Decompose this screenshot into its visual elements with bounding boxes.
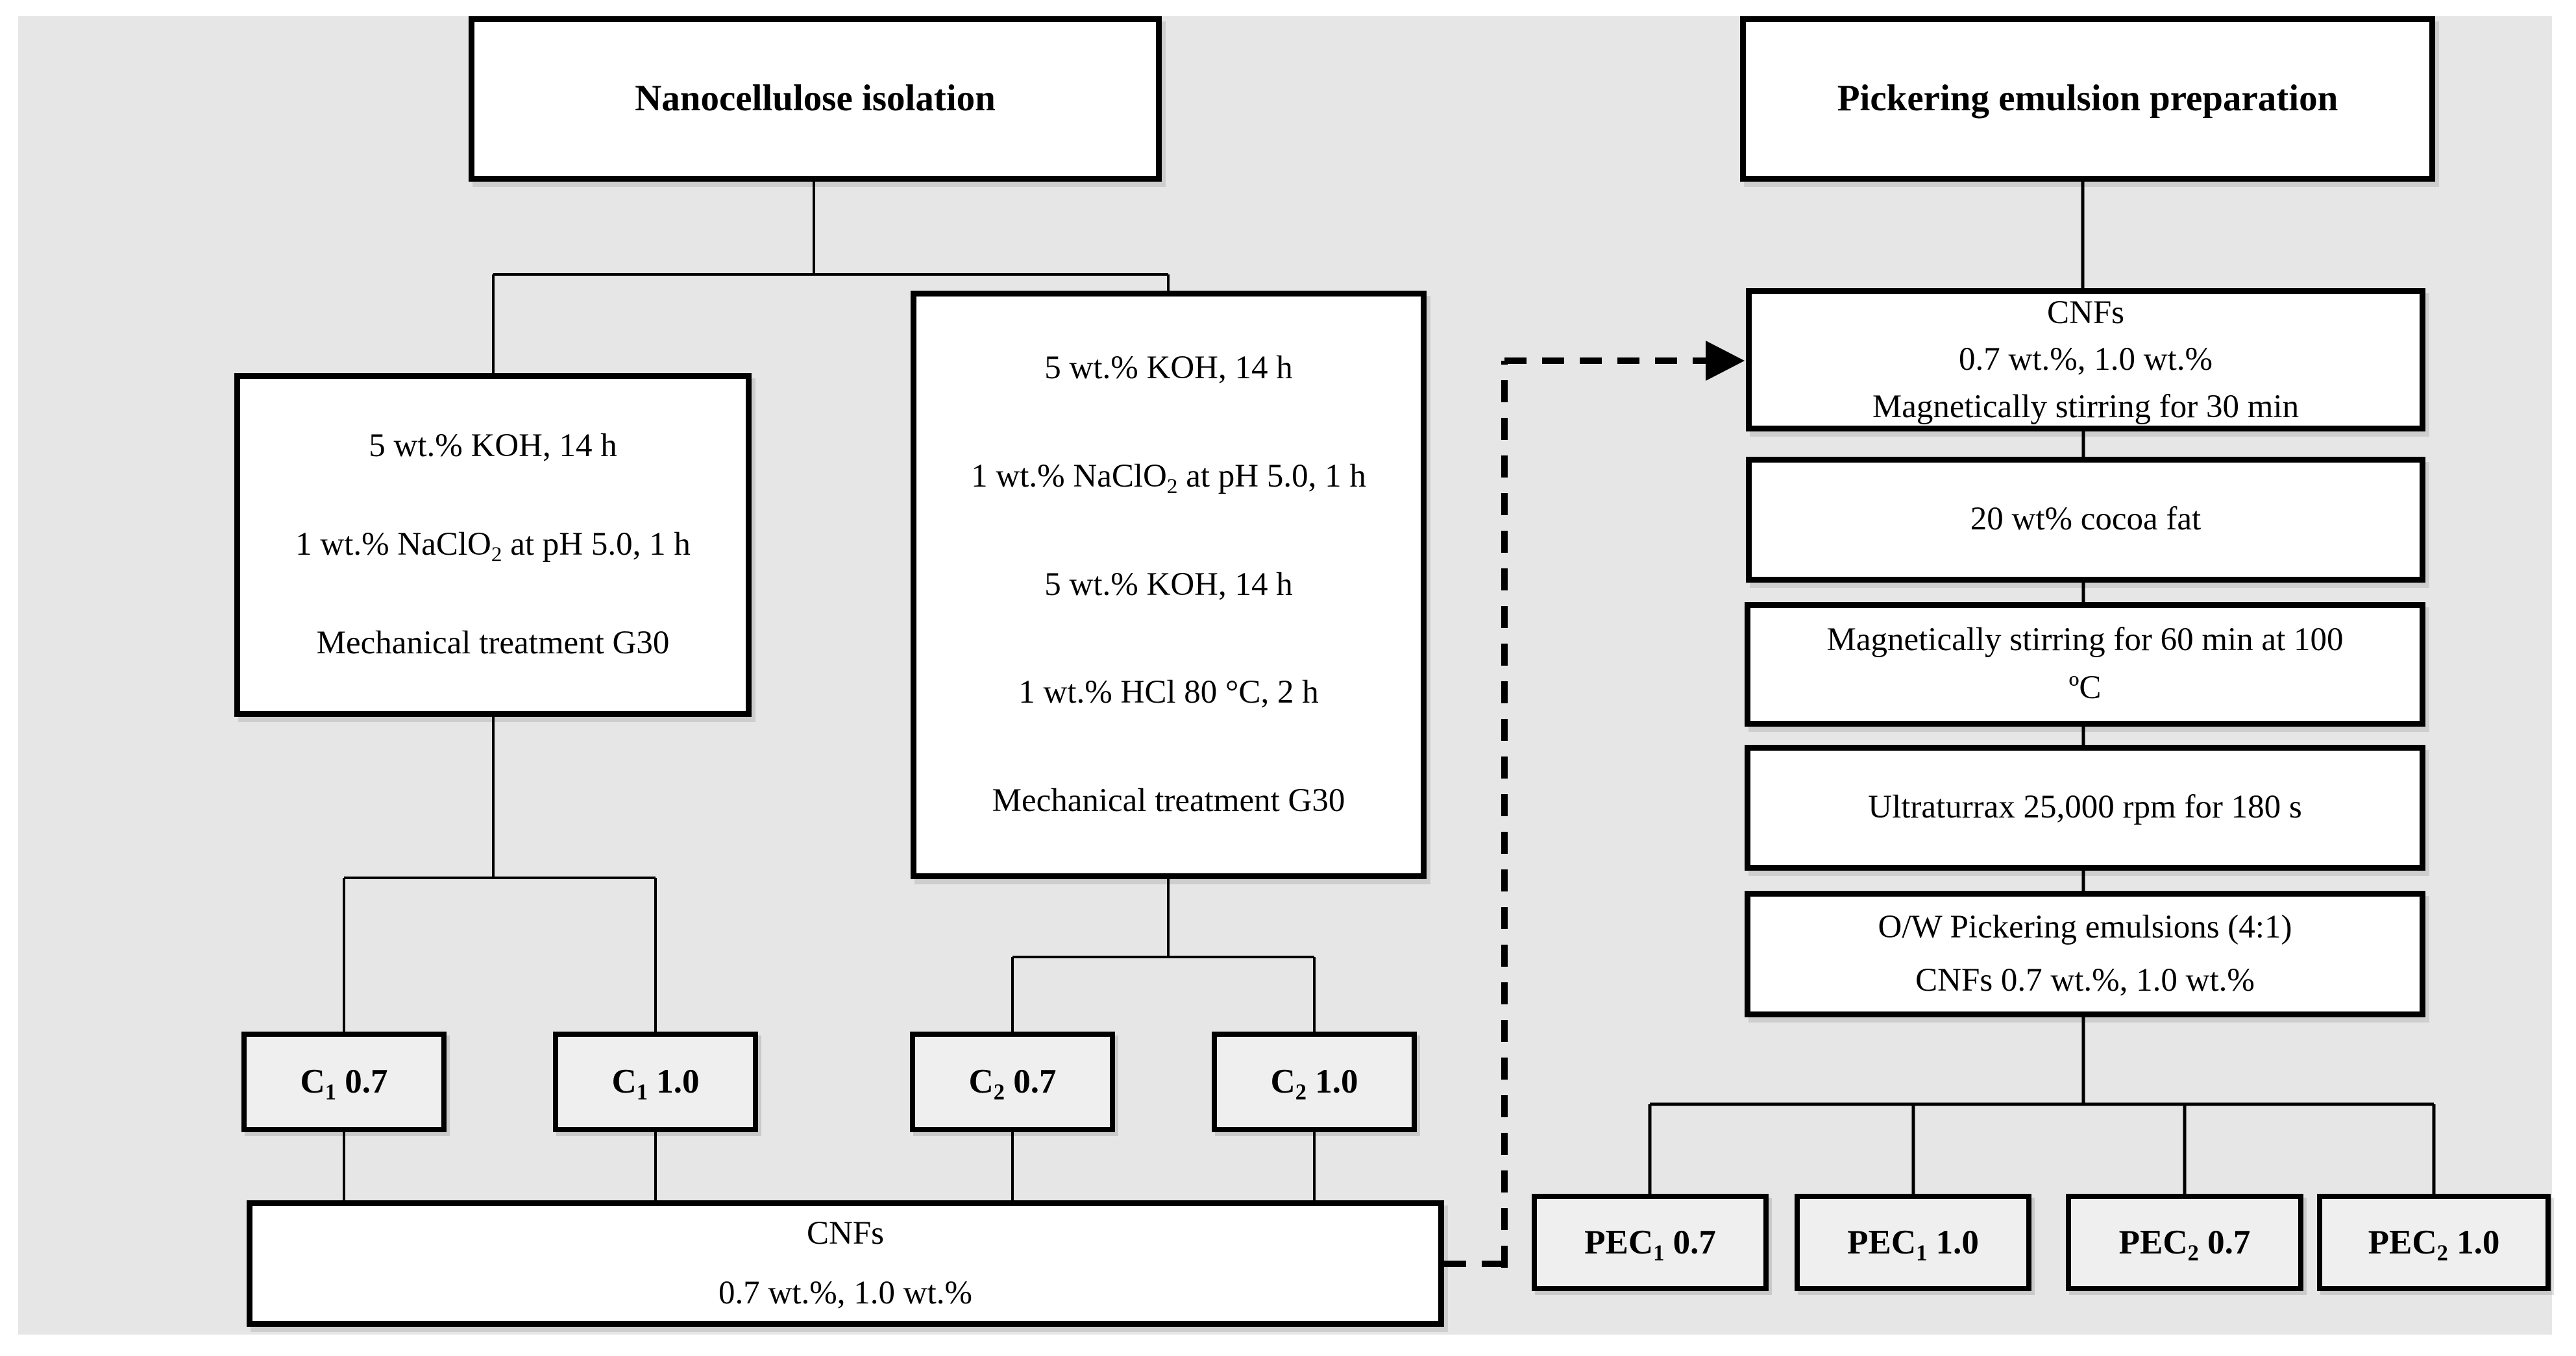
sample-label-pec1-1-0: PEC1 1.0 [1847, 1223, 1979, 1265]
dashed-arrow-head [1706, 341, 1745, 381]
cocoa-fat-label: 20 wt% cocoa fat [1970, 501, 2202, 538]
connector-samples-to-cnfs [343, 1132, 1316, 1200]
cnfs-output-line1: CNFs [806, 1215, 885, 1252]
stirring-60min-line1: Magnetically stirring for 60 min at 100 [1826, 622, 2344, 659]
sample-label-c2-1-0: C2 1.0 [1270, 1063, 1358, 1105]
nanocellulose-title: Nanocellulose isolation [635, 78, 996, 119]
cnfs-stirring-line3: Magnetically stirring for 30 min [1872, 388, 2300, 425]
route2-step-koh2: 5 wt.% KOH, 14 h [1044, 566, 1293, 603]
cnfs-stirring-line2: 0.7 wt.%, 1.0 wt.% [1959, 341, 2213, 378]
stirring-60min-box: Magnetically stirring for 60 min at 100 … [1745, 602, 2425, 727]
route2-steps-box: 5 wt.% KOH, 14 h 1 wt.% NaClO2 at pH 5.0… [911, 291, 1427, 879]
ow-emulsion-line2: CNFs 0.7 wt.%, 1.0 wt.% [1915, 962, 2255, 999]
sample-label-c1-1-0: C1 1.0 [611, 1063, 700, 1105]
sample-box-c1-0-7: C1 0.7 [241, 1032, 447, 1132]
ow-emulsion-line1: O/W Pickering emulsions (4:1) [1878, 908, 2292, 945]
stirring-60min-line2: ºC [2068, 670, 2102, 706]
route1-step-koh: 5 wt.% KOH, 14 h [369, 428, 617, 465]
connector-pec-split [1648, 1102, 2436, 1194]
ultraturrax-label: Ultraturrax 25,000 rpm for 180 s [1868, 789, 2302, 826]
route1-steps-box: 5 wt.% KOH, 14 h 1 wt.% NaClO2 at pH 5.0… [234, 373, 752, 717]
cnfs-output-line2: 0.7 wt.%, 1.0 wt.% [718, 1274, 972, 1311]
ow-emulsion-box: O/W Pickering emulsions (4:1) CNFs 0.7 w… [1745, 891, 2425, 1017]
sample-label-pec2-1-0: PEC2 1.0 [2368, 1223, 2500, 1265]
connector-route1-split [343, 717, 657, 1032]
route1-step-naclo2: 1 wt.% NaClO2 at pH 5.0, 1 h [295, 526, 691, 566]
sample-box-pec2-1-0: PEC2 1.0 [2317, 1194, 2551, 1291]
sample-box-pec1-1-0: PEC1 1.0 [1795, 1194, 2031, 1291]
cnfs-stirring-line1: CNFs [2046, 294, 2125, 331]
connector-title-left-split [492, 182, 1170, 373]
sample-box-c2-1-0: C2 1.0 [1212, 1032, 1417, 1132]
sample-box-c2-0-7: C2 0.7 [910, 1032, 1115, 1132]
pickering-title-box: Pickering emulsion preparation [1740, 16, 2435, 182]
sample-label-c1-0-7: C1 0.7 [300, 1063, 388, 1105]
sample-label-pec2-0-7: PEC2 0.7 [2118, 1223, 2251, 1265]
sample-label-pec1-0-7: PEC1 0.7 [1584, 1223, 1716, 1265]
sample-box-c1-1-0: C1 1.0 [553, 1032, 758, 1132]
sample-box-pec1-0-7: PEC1 0.7 [1532, 1194, 1769, 1291]
cnfs-output-box: CNFs 0.7 wt.%, 1.0 wt.% [247, 1200, 1444, 1327]
cocoa-fat-box: 20 wt% cocoa fat [1746, 457, 2425, 583]
cnfs-stirring-box: CNFs 0.7 wt.%, 1.0 wt.% Magnetically sti… [1746, 288, 2425, 431]
route2-step-mechanical: Mechanical treatment G30 [992, 782, 1345, 819]
route2-step-hcl: 1 wt.% HCl 80 °C, 2 h [1018, 674, 1319, 711]
route2-step-koh1: 5 wt.% KOH, 14 h [1044, 350, 1293, 387]
nanocellulose-title-box: Nanocellulose isolation [469, 16, 1162, 182]
route1-step-mechanical: Mechanical treatment G30 [316, 625, 670, 662]
dashed-arrow [1444, 357, 1711, 1268]
sample-box-pec2-0-7: PEC2 0.7 [2066, 1194, 2303, 1291]
sample-label-c2-0-7: C2 0.7 [968, 1063, 1057, 1105]
connector-route2-split [1011, 879, 1316, 1032]
ultraturrax-box: Ultraturrax 25,000 rpm for 180 s [1745, 745, 2425, 871]
pickering-title: Pickering emulsion preparation [1837, 78, 2338, 119]
route2-step-naclo2: 1 wt.% NaClO2 at pH 5.0, 1 h [971, 457, 1366, 498]
